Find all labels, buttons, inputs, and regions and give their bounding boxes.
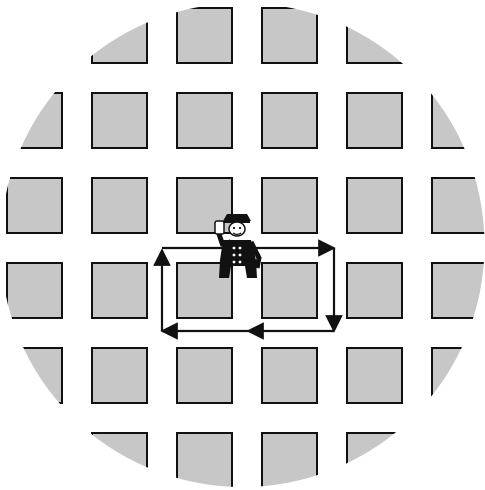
grid-cell-r6-c1 bbox=[7, 433, 62, 488]
grid-cell-r4-c4 bbox=[262, 263, 317, 318]
grid-cell-r5-c6 bbox=[432, 348, 485, 403]
grid-cell-r2-c3 bbox=[177, 93, 232, 148]
grid-cell-r5-c1 bbox=[7, 348, 62, 403]
grid-cell-r6-c2 bbox=[92, 433, 147, 488]
grid-cell-r2-c4 bbox=[262, 93, 317, 148]
grid-cell-r4-c5 bbox=[347, 263, 402, 318]
grid-cell-r3-c4 bbox=[262, 178, 317, 233]
grid-cell-r6-c3 bbox=[177, 433, 232, 488]
grid-cell-r1-c2 bbox=[92, 8, 147, 63]
grid-cell-r4-c2 bbox=[92, 263, 147, 318]
grid-cell-r6-c6 bbox=[432, 433, 485, 488]
grid-cell-r5-c2 bbox=[92, 348, 147, 403]
grid-cell-r4-c6 bbox=[432, 263, 485, 318]
grid-cell-r4-c1 bbox=[7, 263, 62, 318]
grid-cell-r1-c4 bbox=[262, 8, 317, 63]
grid-cell-r2-c2 bbox=[92, 93, 147, 148]
grid-cell-r2-c6 bbox=[432, 93, 485, 148]
grid-cell-r3-c1 bbox=[7, 178, 62, 233]
grid-cell-r1-c1 bbox=[7, 8, 62, 63]
grid-cell-r2-c5 bbox=[347, 93, 402, 148]
grid-cell-r1-c5 bbox=[347, 8, 402, 63]
grid-cell-r3-c5 bbox=[347, 178, 402, 233]
grid-cell-r3-c6 bbox=[432, 178, 485, 233]
police-officer-icon bbox=[215, 214, 259, 278]
grid-cell-r1-c6 bbox=[432, 8, 485, 63]
grid-cell-r6-c4 bbox=[262, 433, 317, 488]
grid-cell-r6-c5 bbox=[347, 433, 402, 488]
grid-cell-r5-c3 bbox=[177, 348, 232, 403]
grid-cell-r1-c3 bbox=[177, 8, 232, 63]
grid-cell-r5-c5 bbox=[347, 348, 402, 403]
grid-cell-r2-c1 bbox=[7, 93, 62, 148]
grid-cell-r3-c2 bbox=[92, 178, 147, 233]
grid-cell-r5-c4 bbox=[262, 348, 317, 403]
